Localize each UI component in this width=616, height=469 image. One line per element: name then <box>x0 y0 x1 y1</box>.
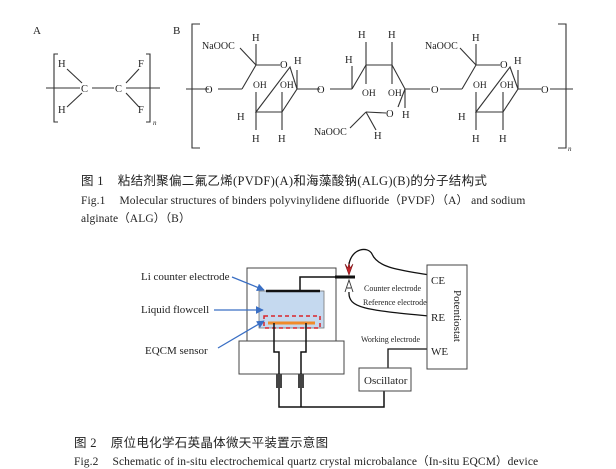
figure1-caption-cn-number: 图 1 <box>81 174 104 188</box>
pvdf-f-bottom: F <box>138 105 144 116</box>
ring3-naooc: NaOOC <box>425 41 458 52</box>
ring2-h-top-left: H <box>358 30 366 41</box>
oscillator-box <box>358 367 412 392</box>
pvdf-c-left: C <box>81 84 88 95</box>
ring3-h-c4: H <box>458 112 466 123</box>
arrow-li-counter <box>231 276 265 291</box>
potentiostat-label: Potentiostat <box>451 290 463 342</box>
ring2-h-c4: H <box>345 55 353 66</box>
oscillator-label: Oscillator <box>364 375 408 387</box>
ring3-oh-right: OH <box>500 81 514 91</box>
alg-subscript-n: n <box>568 145 572 153</box>
pvdf-h-bottom: H <box>58 105 66 116</box>
ring3-h-top: H <box>472 33 480 44</box>
glycosidic-o: O <box>541 85 549 96</box>
red-clip <box>344 261 354 276</box>
re-terminal-label: RE <box>431 312 445 324</box>
ring2-oh-right: OH <box>388 89 402 99</box>
figure2-caption-cn: 图 2 原位电化学石英晶体微天平装置示意图 <box>74 432 328 451</box>
figure1-caption-cn: 图 1 粘结剂聚偏二氟乙烯(PVDF)(A)和海藻酸钠(ALG)(B)的分子结构式 <box>81 170 487 189</box>
ring2-ring-o: O <box>386 109 394 120</box>
figure2-caption-cn-text: 原位电化学石英晶体微天平装置示意图 <box>110 436 329 450</box>
ring2-naooc: NaOOC <box>314 127 347 138</box>
figure1-caption-en-line2: alginate（ALG）（B） <box>81 213 191 225</box>
connector-right <box>298 374 304 388</box>
figure2-caption-en: Fig.2 Schematic of in-situ electrochemica… <box>74 453 538 469</box>
pvdf-subscript-n: n <box>153 119 157 127</box>
ring3-h-anomeric: H <box>514 56 522 67</box>
figure2-caption-cn-number: 图 2 <box>74 436 97 450</box>
figure1-caption-cn-text: 粘结剂聚偏二氟乙烯(PVDF)(A)和海藻酸钠(ALG)(B)的分子结构式 <box>117 174 488 188</box>
reference-electrode-label: Reference electrode <box>363 298 427 307</box>
ring3-ring-o: O <box>500 60 508 71</box>
pvdf-c-right: C <box>115 84 122 95</box>
ce-wire <box>348 248 430 276</box>
glycosidic-o: O <box>205 85 213 96</box>
glycosidic-o: O <box>431 85 439 96</box>
alg-left-bracket <box>191 23 200 149</box>
pvdf-h-top: H <box>58 59 66 70</box>
cell-base <box>238 340 345 375</box>
counter-electrode-label: Counter electrode <box>364 284 422 293</box>
connector-left <box>276 374 282 388</box>
ring1-h-top: H <box>252 33 260 44</box>
ring1-oh-right: OH <box>280 81 294 91</box>
ring1-oh-left: OH <box>253 81 267 91</box>
figure2-schematic: CE RE WE Potentiostat Oscillator Counter… <box>141 248 468 408</box>
glycosidic-o: O <box>317 85 325 96</box>
we-wire <box>387 348 429 368</box>
pvdf-f-top: F <box>138 59 144 70</box>
ring2-oh-left: OH <box>362 89 376 99</box>
figure1-caption-en: Fig.1 Molecular structures of binders pol… <box>81 192 541 208</box>
alg-right-bracket <box>558 23 567 149</box>
liquid-flowcell-label: Liquid flowcell <box>141 304 209 316</box>
panel-b-label: B <box>173 25 180 37</box>
eqcm-sensor-label: EQCM sensor <box>145 345 208 357</box>
ring1-naooc: NaOOC <box>202 41 235 52</box>
panel-a-label: A <box>33 25 41 37</box>
pvdf-structure: H H C C F F n <box>46 53 160 127</box>
figure1-caption-en-number: Fig.1 <box>81 195 106 207</box>
we-terminal-label: WE <box>431 346 448 358</box>
ce-terminal-label: CE <box>431 275 445 287</box>
figure2-caption-en-number: Fig.2 <box>74 456 99 468</box>
ring1-h-bottom-right: H <box>278 134 286 145</box>
ring3-oh-left: OH <box>473 81 487 91</box>
figure1-caption-en-line1: Molecular structures of binders polyviny… <box>119 195 526 207</box>
potentiostat-box <box>426 264 468 370</box>
ring2-h-c1: H <box>402 110 410 121</box>
ring1-h-bottom-left: H <box>252 134 260 145</box>
figure1-structures: A B H H C C F F n <box>33 23 573 153</box>
figure2-caption-en-text: Schematic of in-situ electrochemical qua… <box>112 456 539 468</box>
ring3-h-bottom-right: H <box>499 134 507 145</box>
ring3-h-bottom-left: H <box>472 134 480 145</box>
ring2-h-top-right: H <box>388 30 396 41</box>
ring1-ring-o: O <box>280 60 288 71</box>
re-wire <box>348 291 430 317</box>
ring1-h-anomeric: H <box>294 56 302 67</box>
li-counter-electrode-label: Li counter electrode <box>141 271 230 283</box>
ring2-h-c5: H <box>374 131 382 142</box>
ring1-h-c4: H <box>237 112 245 123</box>
arrow-eqcm-sensor <box>217 320 265 349</box>
alg-structure: O NaOOC H O H OH OH H H H O H H H OH OH <box>186 23 573 153</box>
black-clip <box>344 278 354 293</box>
working-electrode-label: Working electrode <box>361 335 421 344</box>
